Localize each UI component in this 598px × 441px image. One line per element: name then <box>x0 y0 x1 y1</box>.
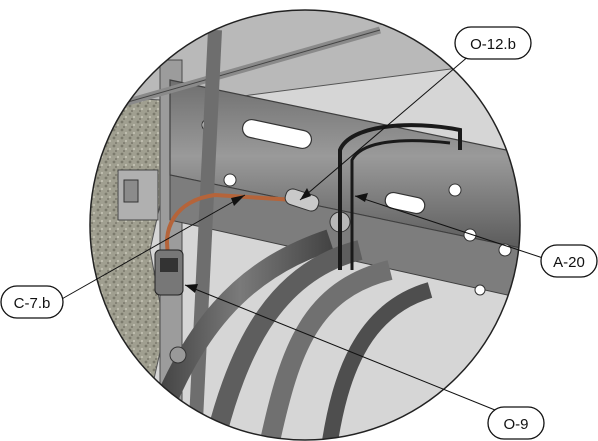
frame-hole <box>463 228 477 242</box>
leader-line-a20 <box>354 195 544 259</box>
callout-o12b: O-12.b <box>454 26 532 60</box>
lens-outline <box>89 9 521 441</box>
callout-a20: A-20 <box>540 244 598 278</box>
callout-label: O-9 <box>503 416 528 433</box>
side-bracket-nut <box>123 179 139 203</box>
long-vertical-rod <box>188 29 222 440</box>
black-clamp-inner <box>350 139 451 270</box>
frame-rail-lower-flange <box>169 174 520 301</box>
lower-bolt <box>169 346 187 364</box>
callout-o9: O-9 <box>487 406 545 440</box>
leader-line-c7b <box>59 194 246 301</box>
hose <box>260 260 393 440</box>
frame-slot <box>241 118 313 150</box>
callout-c7b: C-7.b <box>0 285 64 319</box>
wire-connector <box>154 249 184 296</box>
callout-label: C-7.b <box>14 295 51 312</box>
frame-slot-right <box>384 191 426 215</box>
copper-wire <box>165 192 296 261</box>
frame-hole <box>498 243 512 257</box>
frame-hole <box>448 183 462 197</box>
leader-line-o12b <box>299 54 471 201</box>
callout-label: O-12.b <box>470 36 516 53</box>
leader-arrow <box>185 284 198 293</box>
hose <box>205 240 363 440</box>
callout-label: A-20 <box>553 254 585 271</box>
magnified-view <box>90 10 520 440</box>
diagonal-rod-edge <box>99 29 381 111</box>
wire-connector-clip <box>160 258 178 272</box>
leader-arrow <box>355 193 368 202</box>
hose <box>322 282 433 440</box>
leader-line-o9 <box>184 284 496 411</box>
frame-hole <box>223 173 237 187</box>
leader-arrow <box>300 188 311 200</box>
leader-arrow <box>231 195 245 206</box>
frame-hole <box>474 284 486 296</box>
